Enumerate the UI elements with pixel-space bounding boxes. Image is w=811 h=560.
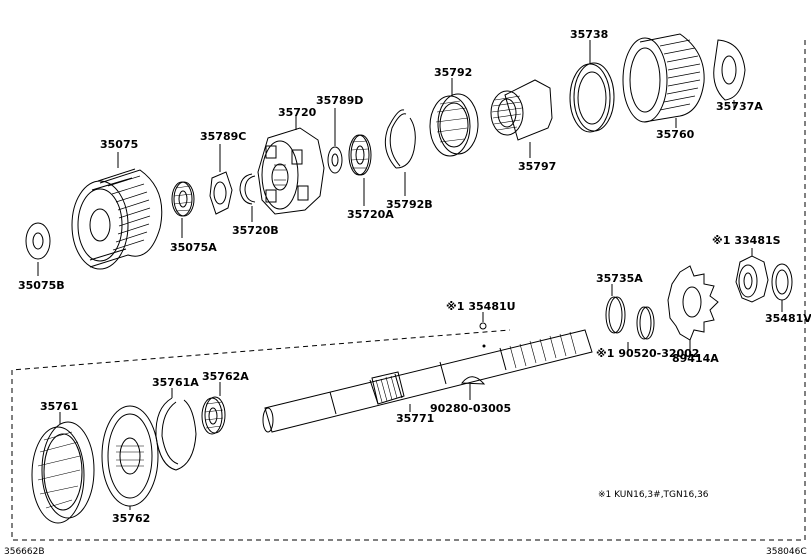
label-35720A: 35720A <box>347 208 394 221</box>
part-35075A-thrust-bearing[interactable] <box>171 181 195 217</box>
part-35075B-washer[interactable] <box>25 222 51 260</box>
part-35771-shaft[interactable] <box>262 329 593 433</box>
label-35481V: 35481V <box>765 312 811 325</box>
part-35481U-ball[interactable] <box>479 322 487 330</box>
label-35761: 35761 <box>40 400 78 413</box>
label-35737A: 35737A <box>716 100 763 113</box>
note-marker: ※1 <box>596 347 614 360</box>
label-35075A: 35075A <box>170 241 217 254</box>
part-90280-03005-key[interactable] <box>461 376 486 385</box>
label-35789D: 35789D <box>316 94 363 107</box>
assembly-boundary-line <box>11 40 806 541</box>
part-33481S-gear[interactable] <box>735 255 769 303</box>
code-bottom-right: 358046C <box>766 547 807 557</box>
label-35075B: 35075B <box>18 279 65 292</box>
part-35792B-snap-ring[interactable] <box>384 109 416 169</box>
label-35075: 35075 <box>100 138 138 151</box>
label-35760: 35760 <box>656 128 695 141</box>
part-35761A-snap-ring[interactable] <box>155 397 197 471</box>
part-90520-32002-snap-ring[interactable] <box>636 306 655 340</box>
part-35481V-snap-ring[interactable] <box>771 263 793 301</box>
part-35792-bearing-ring[interactable] <box>429 93 479 157</box>
part-35735A-snap-ring[interactable] <box>605 296 626 334</box>
part-35737A-plate[interactable] <box>713 39 746 101</box>
label-35762: 35762 <box>112 512 150 525</box>
note-marker: ※1 <box>712 234 730 247</box>
part-35720B-snap-ring[interactable] <box>239 173 256 205</box>
label-35762A: 35762A <box>202 370 249 383</box>
label-35761A: 35761A <box>152 376 199 389</box>
part-35789C-plate[interactable] <box>209 171 233 215</box>
label-35792: 35792 <box>434 66 472 79</box>
part-35738-ring[interactable] <box>569 62 615 133</box>
label-35792B: 35792B <box>386 198 433 211</box>
part-35075-clutch-drum[interactable] <box>71 168 163 270</box>
label-35735A: 35735A <box>596 272 643 285</box>
code-bottom-left: 356662B <box>4 547 45 557</box>
part-35720A-thrust-bearing[interactable] <box>348 134 372 176</box>
leader-lines <box>37 40 783 510</box>
label-35738: 35738 <box>570 28 608 41</box>
part-35762A-thrust-bearing[interactable] <box>201 396 226 435</box>
part-89414A-sensor-rotor[interactable] <box>667 265 719 341</box>
part-35761-ring-gear[interactable] <box>31 421 95 524</box>
label-35789C: 35789C <box>200 130 246 143</box>
label-35797: 35797 <box>518 160 556 173</box>
note-marker: ※1 <box>446 300 464 313</box>
part-35797-one-way-clutch[interactable] <box>490 79 553 141</box>
label-35720: 35720 <box>278 106 317 119</box>
label-35720B: 35720B <box>232 224 279 237</box>
label-35771: 35771 <box>396 412 434 425</box>
part-35762-parking-gear[interactable] <box>101 405 159 507</box>
label-89414A: 89414A <box>672 352 719 365</box>
part-35760-brake-hub[interactable] <box>622 33 705 123</box>
label-90280-03005: 90280-03005 <box>430 402 511 415</box>
part-35720-planetary-carrier[interactable] <box>257 127 325 215</box>
part-35789D-washer[interactable] <box>327 146 343 174</box>
footnote: ※1 KUN16,3#,TGN16,36 <box>598 490 709 500</box>
